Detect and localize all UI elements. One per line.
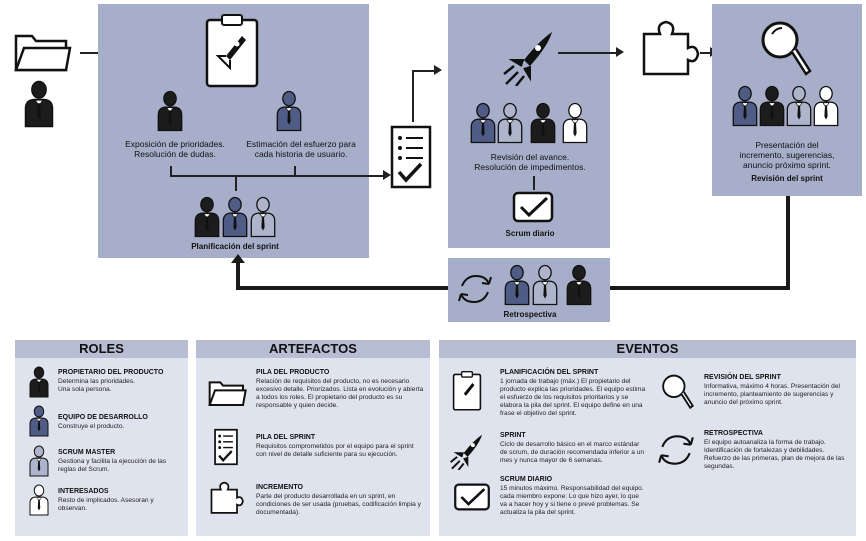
event-desc: 1 jornada de trabajo (máx.) El propietar…: [500, 378, 646, 417]
scrum-master-figure: [532, 264, 558, 306]
sprint-backlog-icon: [214, 428, 238, 466]
retro-loop-down: [786, 196, 790, 290]
retro-loop-left: [238, 286, 448, 290]
cycle-icon: [658, 435, 694, 465]
daily-label: Scrum diario: [505, 229, 555, 238]
clipboard-rocket-icon: [205, 14, 259, 88]
scrum-master-figure: [497, 102, 523, 144]
product-owner-figure: [530, 102, 556, 144]
review-label: Revisión del sprint: [751, 174, 823, 183]
team-member-figure: [504, 264, 530, 306]
stakeholder-icon: [29, 484, 49, 516]
retro-label: Retrospectiva: [503, 310, 557, 319]
cycle-icon: [458, 274, 492, 304]
event-title: SPRINT: [500, 432, 526, 439]
product-owner-figure: [566, 264, 592, 306]
product-owner-figure: [157, 90, 183, 132]
sprint-backlog-icon: [390, 125, 432, 189]
puzzle-icon: [642, 20, 700, 76]
planning-right-caption: Estimación del esfuerzo para cada histor…: [246, 139, 356, 159]
stakeholder-figure: [813, 85, 839, 127]
event-title: RETROSPECTIVA: [704, 430, 763, 437]
rocket-icon: [503, 32, 552, 86]
team-member-figure: [222, 196, 248, 238]
artefact-desc: Relación de requisitos del producto, no …: [256, 378, 424, 409]
event-title: REVISIÓN DEL SPRINT: [704, 374, 781, 381]
artefact-title: INCREMENTO: [256, 484, 303, 491]
scrum-master-icon: [29, 445, 49, 477]
event-title: PLANIFICACIÓN DEL SPRINT: [500, 369, 599, 376]
artefacts-title: ARTEFACTOS: [196, 340, 430, 358]
role-title: PROPIETARIO DEL PRODUCTO: [58, 369, 164, 376]
events-title: EVENTOS: [439, 340, 856, 358]
role-desc: Determina las prioridades. Una sola pers…: [58, 378, 135, 393]
magnifier-icon: [761, 21, 812, 76]
product-owner-figure: [759, 85, 785, 127]
event-desc: 15 minutos máximo. Responsabilidad del e…: [500, 485, 644, 516]
rocket-icon: [450, 434, 483, 470]
planning-left-caption: Exposición de prioridades. Resolución de…: [125, 139, 225, 159]
role-title: EQUIPO DE DESARROLLO: [58, 414, 148, 421]
event-desc: Informativa, máximo 4 horas. Presentació…: [704, 383, 840, 406]
team-member-figure: [470, 102, 496, 144]
event-desc: Ciclo de desarrollo básico en el marco e…: [500, 441, 645, 464]
scrum-master-figure: [250, 196, 276, 238]
event-desc: El equipo autoanaliza la forma de trabaj…: [704, 439, 845, 470]
team-member-icon: [29, 405, 49, 437]
clipboard-rocket-icon: [452, 371, 482, 411]
artefact-title: PILA DEL PRODUCTO: [256, 369, 330, 376]
planning-label: Planificación del sprint: [191, 242, 279, 251]
artefact-title: PILA DEL SPRINT: [256, 434, 316, 441]
folder-icon: [208, 381, 247, 406]
daily-caption: Revisión del avance. Resolución de imped…: [474, 152, 586, 172]
magnifier-icon: [662, 374, 694, 410]
event-title: SCRUM DIARIO: [500, 476, 553, 483]
artefact-desc: Requisitos comprometidos por el equipo p…: [256, 443, 414, 458]
retro-loop-right: [610, 286, 790, 290]
roles-title: ROLES: [15, 340, 188, 358]
product-owner-icon: [29, 366, 49, 398]
team-member-figure: [276, 90, 302, 132]
product-owner-figure: [24, 80, 54, 128]
product-owner-figure: [194, 196, 220, 238]
check-box-icon: [512, 191, 554, 223]
role-desc: Resto de implicados. Asesoran y observan…: [58, 497, 154, 512]
check-box-icon: [454, 483, 490, 511]
role-desc: Construye el producto.: [58, 423, 125, 430]
events-box: EVENTOS: [439, 340, 856, 536]
role-title: INTERESADOS: [58, 488, 109, 495]
folder-icon: [14, 34, 72, 72]
stakeholder-figure: [562, 102, 588, 144]
scrum-master-figure: [786, 85, 812, 127]
team-member-figure: [732, 85, 758, 127]
role-title: SCRUM MASTER: [58, 449, 116, 456]
puzzle-icon: [210, 481, 244, 514]
review-caption: Presentación del incremento, sugerencias…: [739, 140, 835, 170]
artefact-desc: Parte del producto desarrollada en un sp…: [256, 493, 421, 516]
role-desc: Gestiona y facilita la ejecución de las …: [58, 458, 167, 473]
